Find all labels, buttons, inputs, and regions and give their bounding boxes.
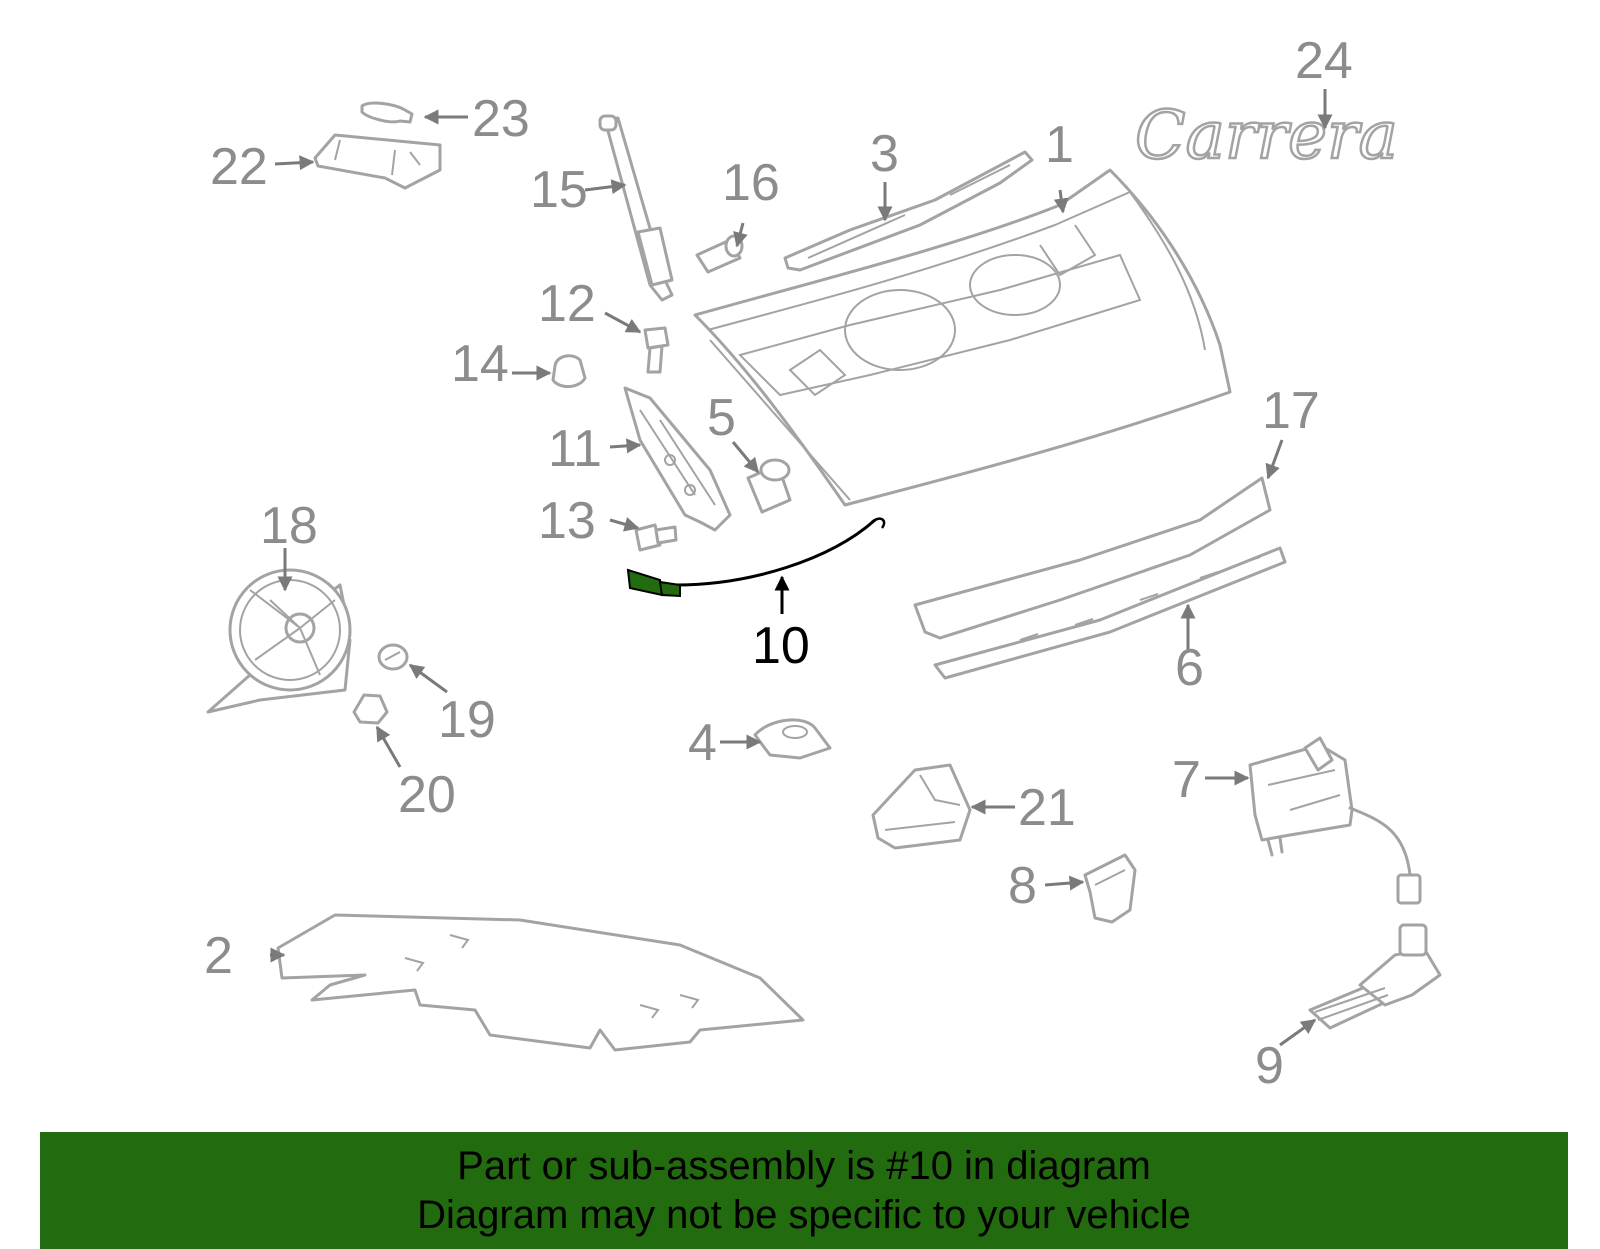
callout-5: 5 (707, 389, 736, 447)
callout-12: 12 (538, 275, 596, 333)
part-8-clip[interactable] (1083, 853, 1137, 924)
part-16-bushing[interactable] (695, 234, 744, 274)
part-24-carrera-badge[interactable]: Carrera (1134, 96, 1399, 176)
callout-4: 4 (688, 714, 717, 772)
callout-21: 21 (1018, 779, 1076, 837)
part-1-deck-lid[interactable] (693, 168, 1232, 507)
callout-23: 23 (472, 90, 530, 148)
callout-17: 17 (1262, 382, 1320, 440)
callout-15: 15 (530, 161, 588, 219)
callout-18: 18 (260, 497, 318, 555)
part-19-grommet[interactable] (377, 643, 409, 671)
part-6-retainer-strip[interactable] (933, 546, 1287, 680)
callout-2: 2 (204, 927, 233, 985)
callout-7: 7 (1172, 751, 1201, 809)
callout-11: 11 (548, 420, 602, 478)
callout-1: 1 (1045, 116, 1074, 174)
part-12-bolt[interactable] (643, 326, 670, 374)
part-9-lock-actuator[interactable] (1308, 923, 1442, 1030)
callout-22: 22 (210, 138, 268, 196)
part-3-seal-strip[interactable] (783, 150, 1034, 272)
callout-16: 16 (722, 154, 780, 212)
part-10-release-cable[interactable] (626, 517, 886, 598)
callout-9: 9 (1255, 1037, 1284, 1095)
part-14-cap[interactable] (551, 354, 587, 388)
part-11-hinge[interactable] (623, 386, 732, 532)
callout-labels: 1 2 3 4 5 6 7 8 9 10 11 12 13 14 15 16 1… (204, 32, 1353, 1095)
part-21-housing[interactable] (871, 763, 972, 850)
banner-line-1: Part or sub-assembly is #10 in diagram (457, 1144, 1151, 1188)
part-15-gas-strut[interactable] (598, 114, 674, 302)
part-4-cover[interactable] (753, 718, 832, 760)
callout-10: 10 (752, 617, 810, 675)
info-banner: Part or sub-assembly is #10 in diagram D… (40, 1132, 1568, 1249)
part-18-fan-assembly[interactable] (206, 568, 352, 714)
callout-20: 20 (398, 766, 456, 824)
callout-24: 24 (1295, 32, 1353, 90)
callout-14: 14 (451, 335, 509, 393)
banner-line-2: Diagram may not be specific to your vehi… (417, 1193, 1191, 1237)
part-2-insulation-pad[interactable] (276, 913, 805, 1052)
part-7-latch[interactable] (1248, 736, 1422, 905)
part-23-bulb[interactable] (360, 101, 414, 124)
part-5-bumper[interactable] (746, 458, 792, 514)
callout-19: 19 (438, 691, 496, 749)
leader-arrows (270, 89, 1333, 1047)
part-20-bushing[interactable] (352, 693, 389, 725)
callout-6: 6 (1175, 639, 1204, 697)
part-22-bracket[interactable] (313, 133, 442, 190)
callout-13: 13 (538, 492, 596, 550)
callout-3: 3 (870, 125, 899, 183)
callout-8: 8 (1008, 857, 1037, 915)
part-13-bolt[interactable] (634, 523, 678, 552)
carrera-script-text: Carrera (1135, 97, 1398, 174)
part-17-trim-strip[interactable] (913, 476, 1272, 640)
